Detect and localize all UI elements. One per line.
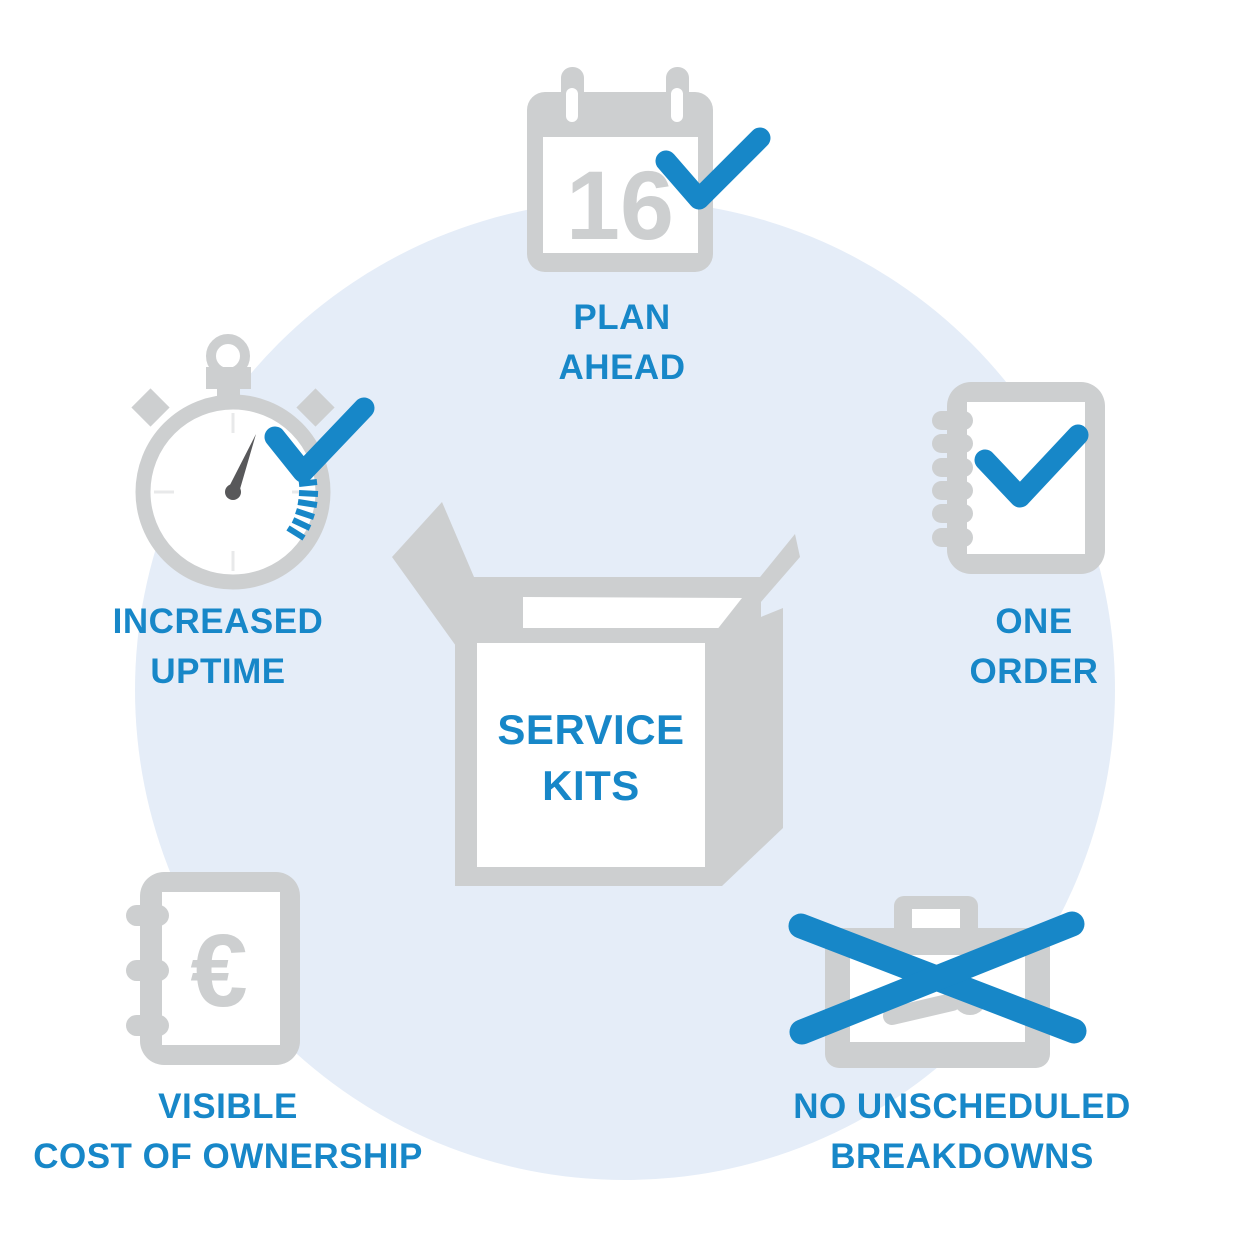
cross-out-x-icon (788, 911, 1087, 1045)
notebook-page (162, 892, 280, 1045)
box-left-flap (392, 502, 474, 646)
caption-line: ONE (995, 602, 1073, 641)
caption-line: ORDER (969, 652, 1099, 691)
caption-line: COST OF OWNERSHIP (33, 1137, 423, 1176)
notebook-check-icon (932, 382, 1105, 574)
notebook-spiral-rings (932, 411, 973, 547)
caption-line: PLAN (573, 298, 671, 337)
caption-line: NO UNSCHEDULED (793, 1087, 1131, 1126)
caption-line: INCREASED (112, 602, 324, 641)
toolbox-crossed-icon (788, 896, 1087, 1068)
stopwatch-crown (206, 367, 251, 389)
open-box-icon (392, 502, 800, 886)
caption-increased-uptime: INCREASED UPTIME (38, 597, 398, 697)
caption-line: BREAKDOWNS (830, 1137, 1094, 1176)
caption-visible-cost-of-ownership: VISIBLE COST OF OWNERSHIP (3, 1082, 453, 1182)
euro-symbol: € (190, 913, 247, 1028)
caption-one-order: ONE ORDER (884, 597, 1184, 697)
stopwatch-left-button (131, 388, 170, 427)
calendar-check-icon: 16 (527, 67, 771, 272)
calendar-day-number: 16 (566, 151, 674, 260)
caption-line: VISIBLE (158, 1087, 298, 1126)
caption-plan-ahead: PLAN AHEAD (472, 293, 772, 393)
center-box-label: SERVICE KITS (477, 702, 705, 814)
caption-line: UPTIME (150, 652, 286, 691)
box-front-label (477, 643, 705, 867)
box-right-side (714, 608, 783, 886)
caption-line: AHEAD (558, 348, 686, 387)
stopwatch-check-icon (131, 334, 375, 590)
checkmark-icon (655, 127, 771, 210)
notebook-spiral-rings (126, 905, 169, 1036)
checkmark-icon (974, 424, 1089, 508)
box-label-line: SERVICE (497, 706, 685, 753)
stopwatch-needle (227, 434, 256, 495)
box-opening (523, 597, 742, 631)
toolbox-handle-hole (912, 909, 960, 931)
checkmark-icon (264, 397, 375, 483)
stopwatch-needle-hub (225, 484, 241, 500)
calendar-right-ring-hole (671, 88, 683, 122)
caption-no-unscheduled-breakdowns: NO UNSCHEDULED BREAKDOWNS (762, 1082, 1162, 1182)
euro-notebook-icon: € (126, 872, 300, 1065)
calendar-left-ring-hole (566, 88, 578, 122)
box-label-line: KITS (542, 762, 640, 809)
stopwatch-right-button (296, 388, 335, 427)
